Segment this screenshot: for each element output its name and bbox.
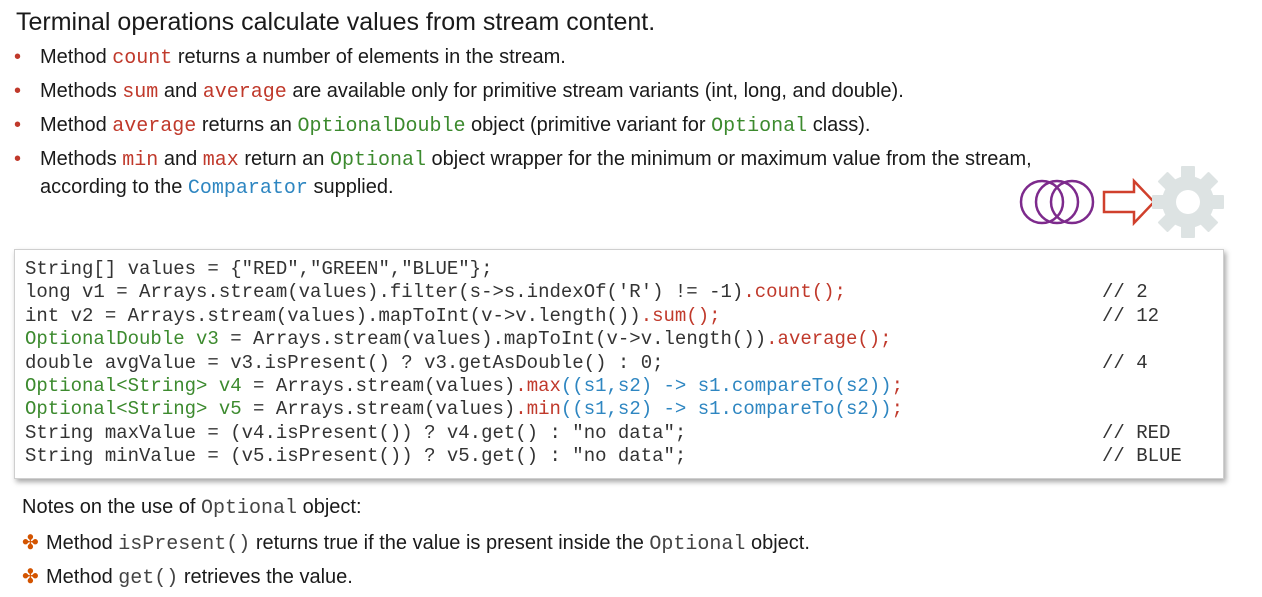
code-optional: Optional xyxy=(711,115,808,138)
code-line: double avgValue = v3.isPresent() ? v3.ge… xyxy=(25,351,1148,374)
code-optional: Optional xyxy=(329,149,426,172)
code-ispresent: isPresent() xyxy=(118,533,251,556)
bullet-dot: • xyxy=(14,114,22,136)
stream-terminal-graphic xyxy=(1019,166,1224,238)
code-line: long v1 = Arrays.stream(values).filter(s… xyxy=(25,281,1148,304)
slide-title: Terminal operations calculate values fro… xyxy=(16,8,656,36)
code-comment: // BLUE xyxy=(1102,445,1182,468)
code-min: min xyxy=(122,149,159,172)
code-line: String[] values = {"RED","GREEN","BLUE"}… xyxy=(25,258,493,280)
code-optional: Optional xyxy=(649,533,746,556)
bullet-dot: • xyxy=(14,148,22,170)
note-get: ✤ Method get() retrieves the value. xyxy=(22,563,810,593)
stream-circles-icon xyxy=(1019,179,1095,225)
code-comment: // 2 xyxy=(1102,281,1148,304)
bullet-dot: • xyxy=(14,46,22,68)
bullet-list: • Method count returns a number of eleme… xyxy=(14,44,1054,208)
code-block: String[] values = {"RED","GREEN","BLUE"}… xyxy=(14,249,1224,479)
code-comment: // 12 xyxy=(1102,304,1160,327)
bullet-min-max: • Methods min and max return an Optional… xyxy=(14,148,1032,200)
bullet-average: • Method average returns an OptionalDoub… xyxy=(14,114,871,138)
code-line: String minValue = (v5.isPresent()) ? v5.… xyxy=(25,445,1182,468)
code-average: average xyxy=(202,81,287,104)
code-line: Optional<String> v4 = Arrays.stream(valu… xyxy=(25,374,903,397)
code-max: max xyxy=(202,149,239,172)
code-line: int v2 = Arrays.stream(values).mapToInt(… xyxy=(25,304,1160,327)
flower-bullet-icon: ✤ xyxy=(22,566,39,588)
code-count: count xyxy=(112,47,173,70)
code-line: Optional<String> v5 = Arrays.stream(valu… xyxy=(25,398,903,421)
gear-icon xyxy=(1152,166,1224,238)
code-comment: // RED xyxy=(1102,421,1171,444)
code-get: get() xyxy=(118,567,179,590)
note-ispresent: ✤ Method isPresent() returns true if the… xyxy=(22,529,810,559)
flower-bullet-icon: ✤ xyxy=(22,532,39,554)
arrow-right-icon xyxy=(1102,177,1156,227)
code-comparator: Comparator xyxy=(187,177,308,200)
notes-title: Notes on the use of Optional object: xyxy=(22,496,362,520)
code-average: average xyxy=(112,115,197,138)
code-optional: Optional xyxy=(201,497,298,520)
code-line: OptionalDouble v3 = Arrays.stream(values… xyxy=(25,328,892,351)
bullet-count: • Method count returns a number of eleme… xyxy=(14,46,566,70)
bullet-dot: • xyxy=(14,80,22,102)
bullet-sum-average: • Methods sum and average are available … xyxy=(14,80,904,104)
notes-list: ✤ Method isPresent() returns true if the… xyxy=(22,529,810,597)
code-line: String maxValue = (v4.isPresent()) ? v4.… xyxy=(25,421,1171,444)
code-sum: sum xyxy=(122,81,159,104)
code-optionaldouble: OptionalDouble xyxy=(297,115,466,138)
code-comment: // 4 xyxy=(1102,351,1148,374)
